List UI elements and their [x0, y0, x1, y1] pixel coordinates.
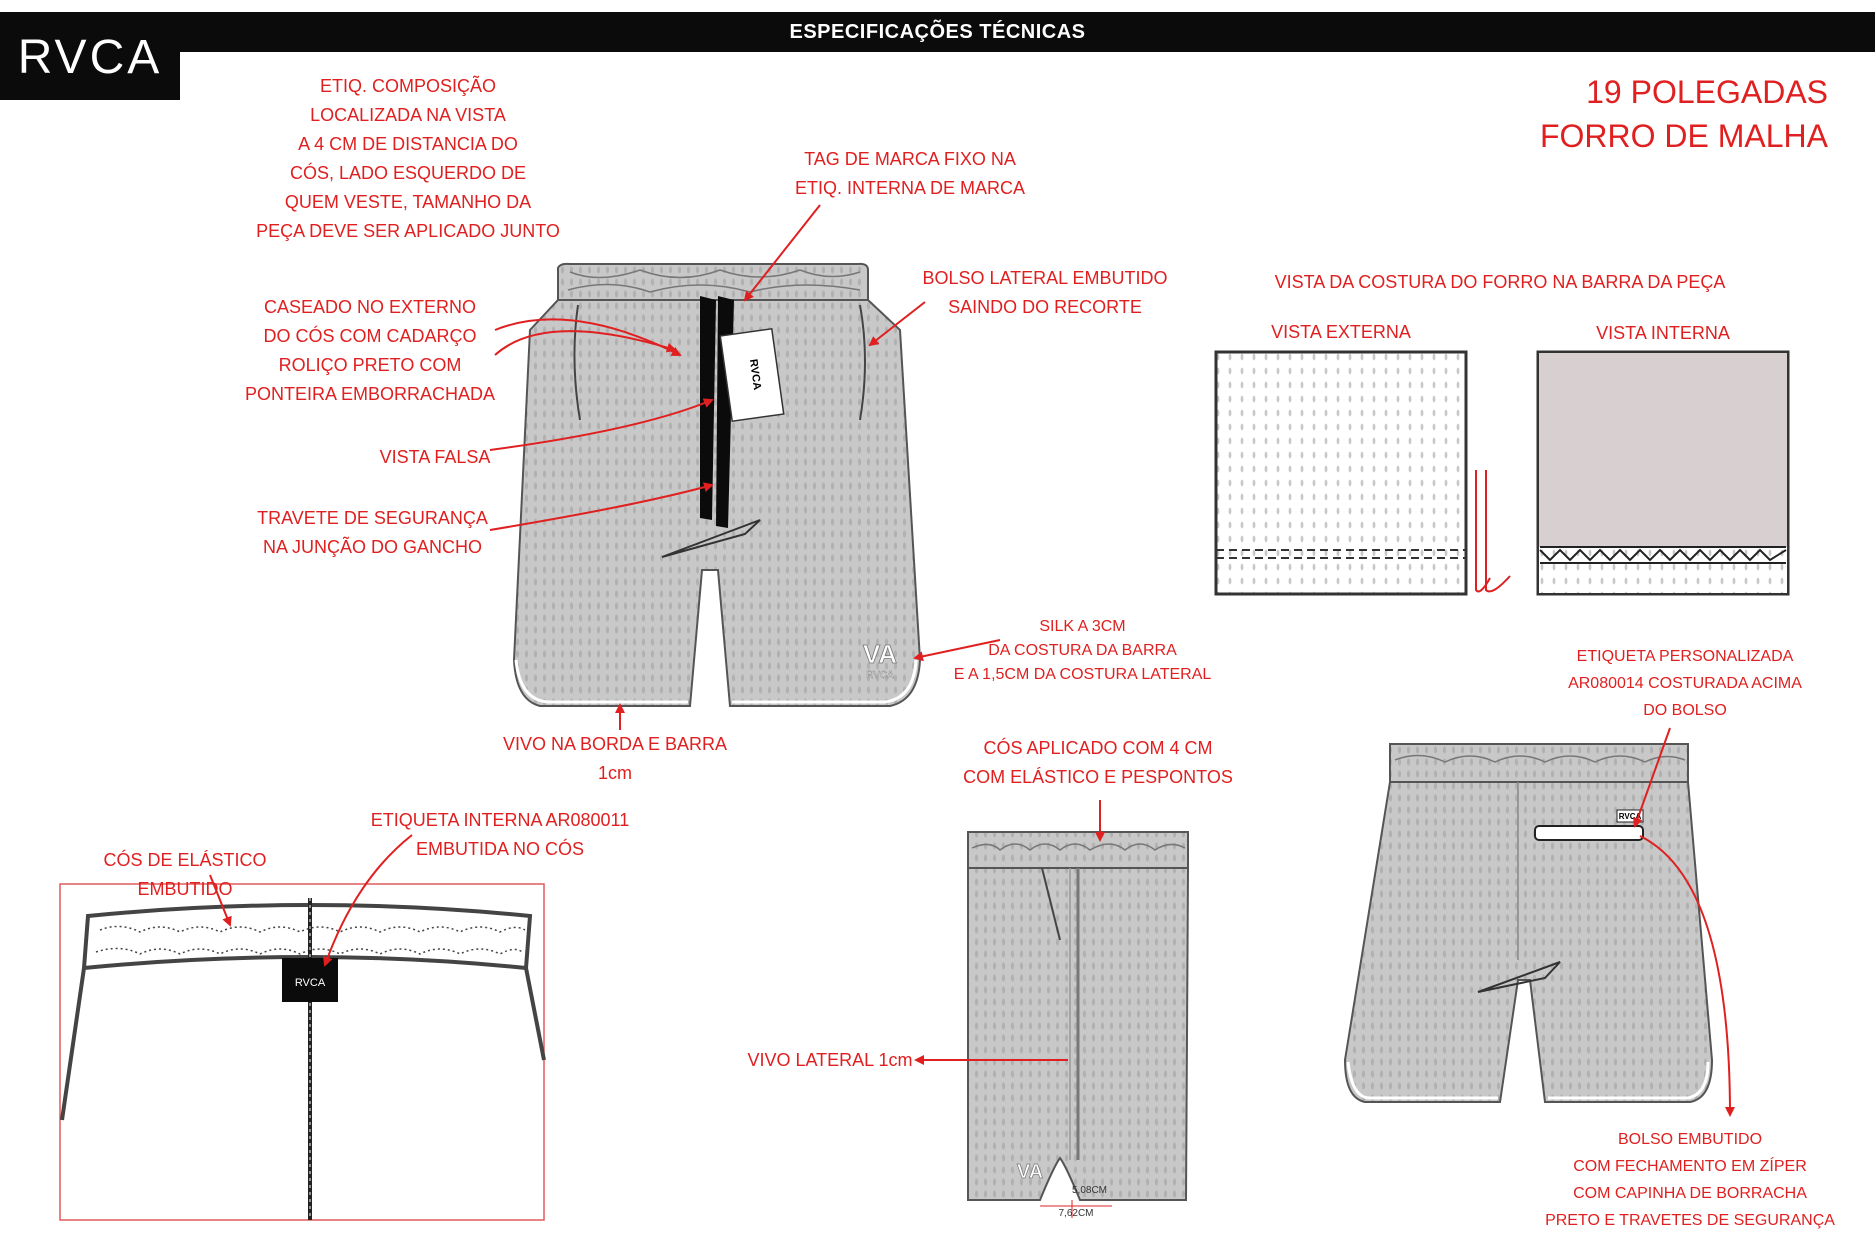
callout-elastic-waistband: CÓS DE ELÁSTICO EMBUTIDO — [103, 850, 267, 899]
measure-split-width: 7,62CM — [1058, 1208, 1094, 1219]
header-bar: ESPECIFICAÇÕES TÉCNICAS — [0, 12, 1875, 52]
callout-arrows — [209, 204, 1735, 1117]
callout-bartack: TRAVETE DE SEGURANÇA NA JUNÇÃO DO GANCHO — [257, 508, 488, 557]
arrow-side-pocket — [868, 301, 926, 347]
callout-fake-fly: VISTA FALSA — [379, 447, 491, 467]
side-view-shorts: VA — [967, 831, 1190, 1218]
page-title: ESPECIFICAÇÕES TÉCNICAS — [789, 21, 1086, 43]
internal-view-panel — [1536, 350, 1790, 596]
callout-silk: SILK A 3CM DA COSTURA DA BARRA E A 1,5CM… — [953, 618, 1212, 683]
callout-side-piping: VIVO LATERAL 1cm — [747, 1050, 913, 1070]
tag-brand-text: RVCA — [747, 358, 763, 390]
arrow-internal-label — [322, 834, 413, 967]
callout-buttonhole: CASEADO NO EXTERNO DO CÓS COM CADARÇO RO… — [244, 297, 496, 404]
arrow-fake-fly — [489, 398, 714, 451]
spec-length: 19 POLEGADAS — [1586, 74, 1828, 110]
silk-word-text: RVCA — [866, 670, 894, 681]
arrow-silk — [913, 639, 1001, 662]
front-shorts-illustration: RVCA VA RVCA — [512, 262, 922, 707]
silk-mark-text: VA — [863, 639, 897, 669]
waistband-detail: RVCA — [59, 883, 546, 1221]
side-silk-mark: VA — [1017, 1161, 1043, 1183]
callout-internal-label: ETIQUETA INTERNA AR080011 EMBUTIDA NO CÓ… — [370, 810, 630, 859]
back-view-shorts: RVCA — [1343, 743, 1714, 1103]
arrow-buttonhole-2 — [494, 330, 677, 356]
callout-custom-label: ETIQUETA PERSONALIZADA AR080014 COSTURAD… — [1568, 648, 1802, 719]
callout-hem-piping: VIVO NA BORDA E BARRA 1cm — [502, 734, 728, 783]
callout-brand-tag: TAG DE MARCA FIXO NA ETIQ. INTERNA DE MA… — [794, 149, 1026, 198]
measure-split-height: 5,08CM — [1072, 1185, 1108, 1196]
internal-label-text: RVCA — [295, 977, 326, 989]
external-view-title: VISTA EXTERNA — [1271, 322, 1411, 342]
callout-composition-label: ETIQ. COMPOSIÇÃO LOCALIZADA NA VISTA A 4… — [256, 76, 560, 241]
arrow-brand-tag — [743, 204, 821, 302]
arrow-back-pocket — [1639, 835, 1735, 1117]
external-view-panel — [1214, 350, 1511, 596]
brand-logo: RVCA — [0, 12, 180, 100]
callout-side-pocket: BOLSO LATERAL EMBUTIDO SAINDO DO RECORTE — [922, 268, 1168, 317]
callout-waistband-applied: CÓS APLICADO COM 4 CM COM ELÁSTICO E PES… — [963, 738, 1233, 787]
internal-view-title: VISTA INTERNA — [1596, 323, 1730, 343]
callout-back-pocket: BOLSO EMBUTIDO COM FECHAMENTO EM ZÍPER C… — [1545, 1131, 1835, 1229]
arrow-bartack — [489, 482, 714, 531]
spec-lining: FORRO DE MALHA — [1539, 118, 1828, 154]
back-label-text: RVCA — [1619, 812, 1642, 821]
arrow-elastic — [209, 874, 232, 927]
lining-seam-title: VISTA DA COSTURA DO FORRO NA BARRA DA PE… — [1274, 272, 1726, 292]
arrow-custom-label — [1632, 727, 1671, 828]
